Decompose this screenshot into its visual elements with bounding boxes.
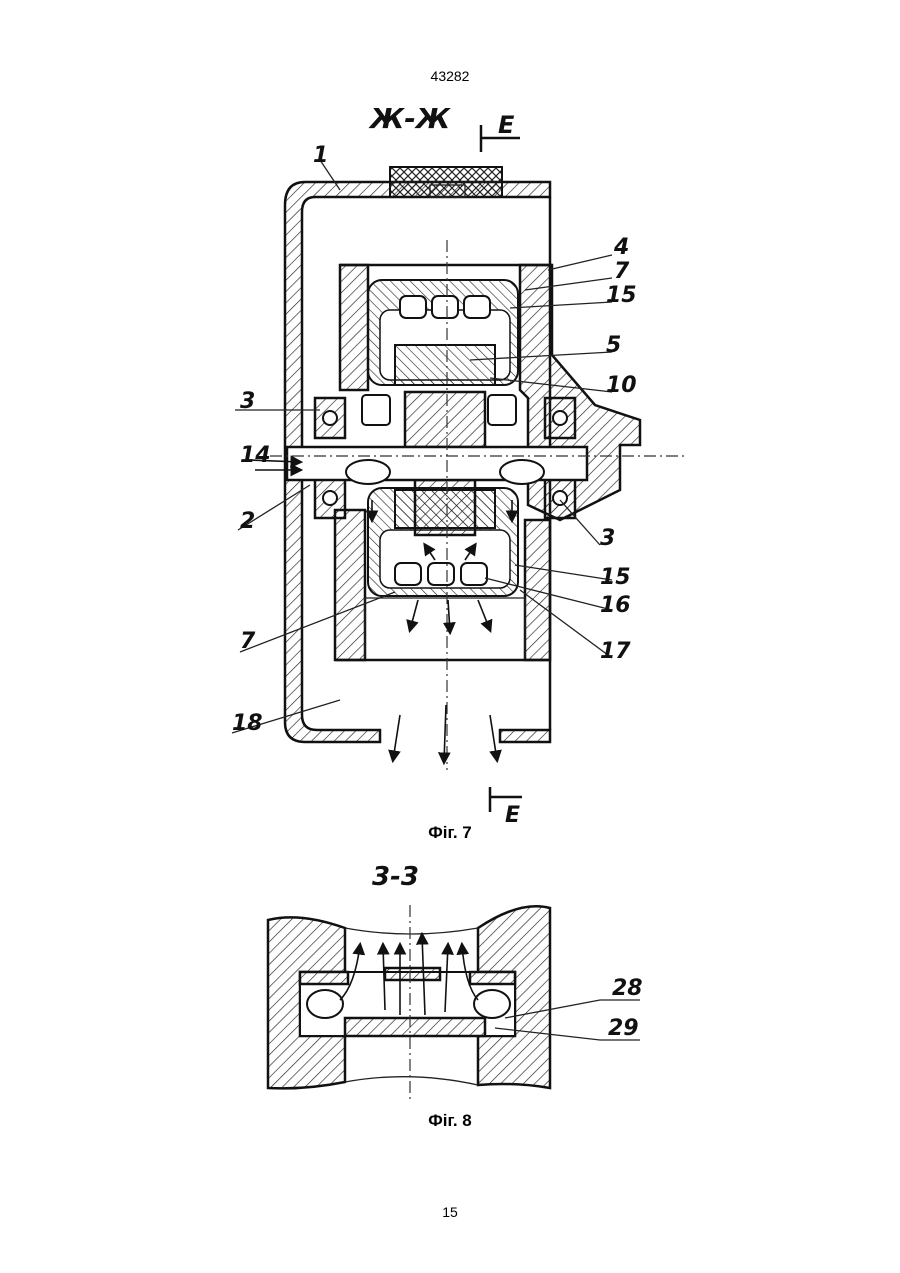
flow-arrow-out-3 (490, 715, 497, 760)
inner-housing-right-bottom (525, 520, 550, 660)
leader-17 (240, 592, 395, 652)
flow-arrow-5 (410, 600, 418, 630)
callout-16: 16 (600, 593, 631, 618)
flow-arrow-7 (478, 600, 490, 630)
bearing-ball-right-bottom (553, 491, 567, 505)
callout-15-bottom: 15 (600, 565, 631, 590)
callout-14: 14 (240, 443, 271, 468)
callout-28: 28 (612, 976, 643, 1001)
vane-6 (461, 563, 487, 585)
fig7-section-label: Ж-Ж (368, 102, 451, 135)
bearing-ball-right-top (553, 411, 567, 425)
hub-lower (415, 480, 475, 535)
vane-1 (400, 296, 426, 318)
figure-7-caption: Фіг. 7 (0, 823, 900, 843)
callout-15-top: 15 (606, 283, 637, 308)
inner-housing-base (365, 598, 525, 660)
callout-17: 7 (240, 629, 256, 654)
vane-2 (432, 296, 458, 318)
fig8-top-left-rim (300, 972, 348, 984)
figure-8-drawing: 3-3 28 29 (268, 862, 643, 1100)
hub-upper (405, 392, 485, 447)
callout-5: 5 (606, 333, 621, 358)
callout-3-right: 3 (600, 526, 615, 551)
seal-left-top (362, 395, 390, 425)
fig8-top-center-rim (385, 968, 440, 980)
leader-4 (548, 255, 612, 270)
vane-5 (428, 563, 454, 585)
flow-arrow-out-2 (444, 705, 446, 762)
fig8-torus-left (307, 990, 343, 1018)
fig8-bottom-plate (345, 1018, 485, 1036)
callout-3-left: 3 (240, 389, 255, 414)
seal-right-top (488, 395, 516, 425)
stator-upper (395, 345, 495, 385)
fig8-torus-right (474, 990, 510, 1018)
figure-8-caption: Фіг. 8 (0, 1111, 900, 1131)
callout-4: 4 (613, 235, 629, 260)
outer-housing-bottom-right (500, 730, 550, 742)
channel-left (346, 460, 390, 484)
inner-housing-left-bottom (335, 510, 365, 660)
fig7-marker-top: E (498, 111, 515, 139)
callout-7-bottom: 17 (600, 639, 631, 664)
flow-arrow-out-1 (393, 715, 400, 760)
fig8-top-right-rim (470, 972, 515, 984)
callout-29: 29 (608, 1016, 639, 1041)
flow-arrow-6 (448, 600, 450, 632)
vane-3 (464, 296, 490, 318)
fig8-section-label: 3-3 (372, 862, 419, 892)
callout-10: 10 (606, 373, 637, 398)
callout-7-top: 7 (614, 259, 630, 284)
vane-4 (395, 563, 421, 585)
inner-housing-left-top (340, 265, 368, 390)
callout-1: 1 (313, 143, 328, 168)
figure-7-drawing: Ж-Ж E (232, 102, 688, 828)
top-grille (390, 167, 502, 197)
callout-2: 2 (240, 509, 255, 534)
channel-right (500, 460, 544, 484)
callout-18: 18 (232, 711, 263, 736)
page-number: 15 (0, 1204, 900, 1220)
bearing-ball-left-top (323, 411, 337, 425)
bearing-ball-left-bottom (323, 491, 337, 505)
